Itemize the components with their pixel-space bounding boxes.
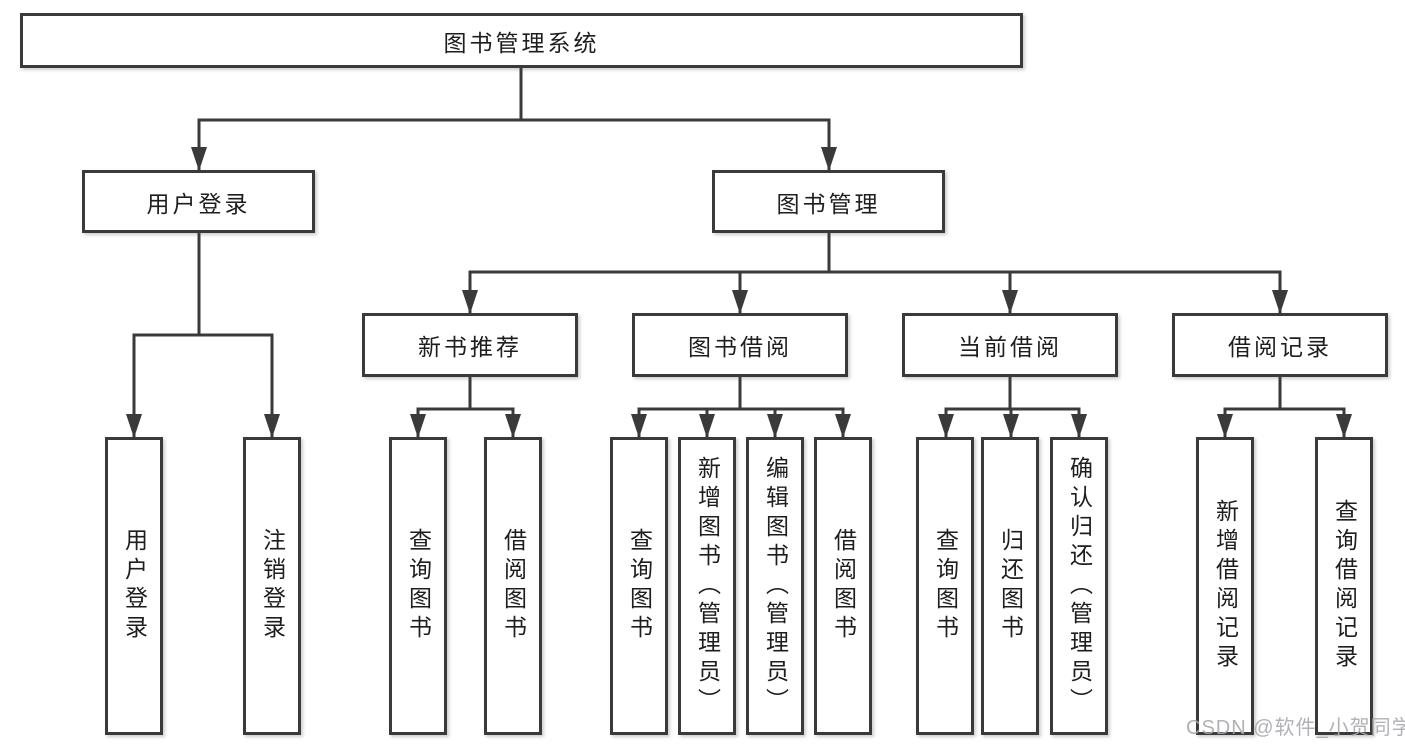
node-leaf-bb-query-book: 查询图书 xyxy=(610,437,668,735)
node-book-borrow: 图书借阅 xyxy=(632,313,848,377)
node-leaf-cb-return-book: 归还图书 xyxy=(981,437,1039,735)
node-new-book-recommend: 新书推荐 xyxy=(362,313,578,377)
csdn-watermark: CSDN @软件_小贺同学 xyxy=(1186,717,1405,739)
node-leaf-bb-query-book-label: 查询图书 xyxy=(626,528,653,644)
node-leaf-bb-add-book: 新增图书（管理员） xyxy=(678,437,736,735)
node-new-book-recommend-label: 新书推荐 xyxy=(418,334,522,360)
node-leaf-bb-borrow-book-label: 借阅图书 xyxy=(830,528,857,644)
node-leaf-cb-return-book-label: 归还图书 xyxy=(997,528,1024,644)
node-leaf-nb-query-book-label: 查询图书 xyxy=(405,528,432,644)
node-leaf-br-query-record: 查询借阅记录 xyxy=(1315,437,1373,735)
node-current-borrow-label: 当前借阅 xyxy=(958,334,1062,360)
node-book-management-label: 图书管理 xyxy=(776,190,881,217)
node-leaf-br-query-record-label: 查询借阅记录 xyxy=(1331,499,1358,673)
node-borrow-records: 借阅记录 xyxy=(1172,313,1388,377)
node-book-management: 图书管理 xyxy=(712,170,945,233)
node-leaf-nb-query-book: 查询图书 xyxy=(389,437,447,735)
node-current-borrow: 当前借阅 xyxy=(902,313,1118,377)
node-root-label: 图书管理系统 xyxy=(443,29,600,56)
node-leaf-br-add-record-label: 新增借阅记录 xyxy=(1212,499,1239,673)
node-leaf-cb-query-book: 查询图书 xyxy=(916,437,974,735)
node-leaf-nb-borrow-book-label: 借阅图书 xyxy=(500,528,527,644)
node-leaf-cb-confirm-return: 确认归还（管理员） xyxy=(1050,437,1108,735)
node-leaf-bb-edit-book-label: 编辑图书（管理员） xyxy=(762,455,789,717)
node-leaf-br-add-record: 新增借阅记录 xyxy=(1196,437,1254,735)
node-leaf-bb-edit-book: 编辑图书（管理员） xyxy=(746,437,804,735)
node-user-login-label: 用户登录 xyxy=(146,190,251,217)
node-borrow-records-label: 借阅记录 xyxy=(1228,334,1332,360)
node-leaf-user-login: 用户登录 xyxy=(105,437,163,735)
node-user-login: 用户登录 xyxy=(82,170,315,233)
node-leaf-bb-add-book-label: 新增图书（管理员） xyxy=(694,455,721,717)
node-leaf-nb-borrow-book: 借阅图书 xyxy=(484,437,542,735)
node-leaf-user-login-label: 用户登录 xyxy=(121,528,148,644)
node-leaf-logout-label: 注销登录 xyxy=(259,528,286,644)
node-leaf-bb-borrow-book: 借阅图书 xyxy=(814,437,872,735)
node-book-borrow-label: 图书借阅 xyxy=(688,334,792,360)
node-root: 图书管理系统 xyxy=(20,13,1023,68)
node-leaf-cb-query-book-label: 查询图书 xyxy=(932,528,959,644)
node-leaf-cb-confirm-return-label: 确认归还（管理员） xyxy=(1066,455,1093,717)
node-leaf-logout: 注销登录 xyxy=(243,437,301,735)
